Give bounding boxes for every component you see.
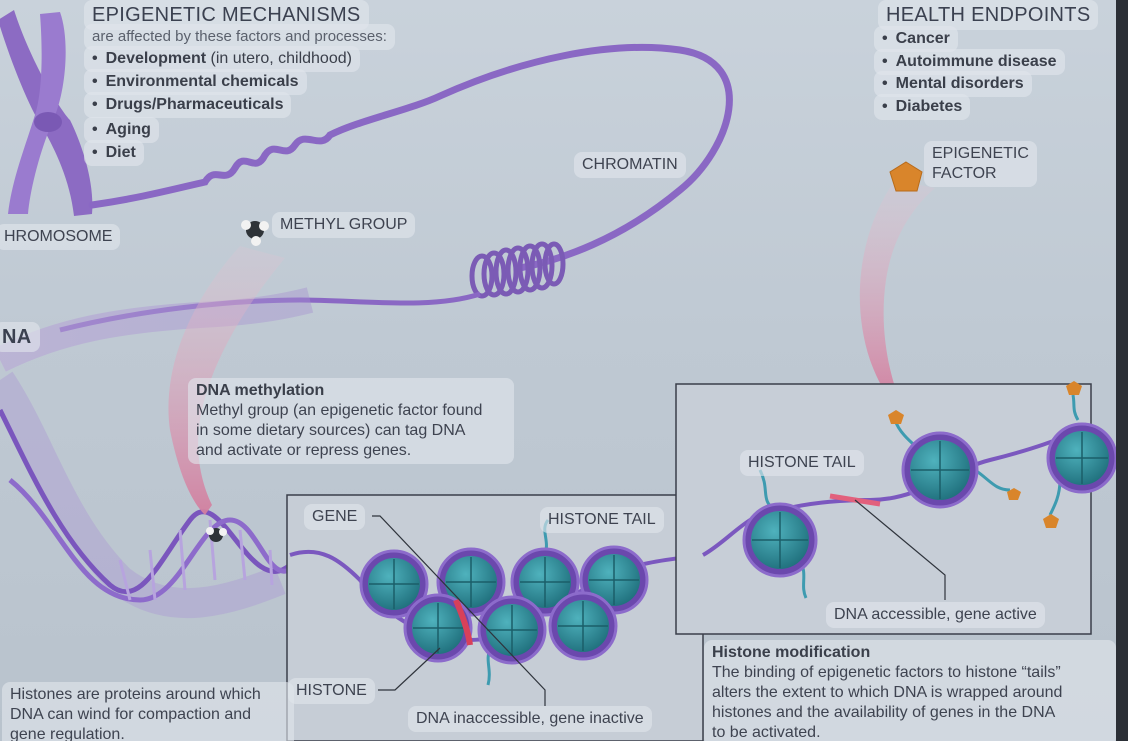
dna-inaccessible-label: DNA inaccessible, gene inactive	[408, 706, 652, 732]
histone-label: HISTONE	[288, 678, 375, 704]
mechanism-item-development: Development (in utero, childhood)	[84, 46, 360, 72]
methyl-group-icon	[241, 220, 269, 246]
chromosome-illustration	[0, 10, 93, 216]
health-item-diabetes: Diabetes	[874, 94, 971, 120]
histone-modification-note: Histone modification The binding of epig…	[704, 640, 1116, 741]
mechanism-item-diet: Diet	[84, 140, 144, 166]
dna-label: NA	[0, 322, 40, 352]
window-edge	[1116, 0, 1128, 741]
leader-lines	[372, 499, 946, 706]
histone-group	[359, 422, 1118, 665]
histone-spool	[477, 595, 547, 665]
dna-methylation-note: DNA methylation Methyl group (an epigene…	[188, 378, 514, 464]
histone-modification-arrow	[859, 180, 935, 400]
mechanism-item-aging: Aging	[84, 117, 159, 143]
active-chromatin-panel	[675, 381, 1092, 635]
methyl-group-label: METHYL GROUP	[272, 212, 416, 238]
histone-spool	[510, 547, 580, 617]
dna-accessible-label: DNA accessible, gene active	[826, 602, 1045, 628]
histone-spool	[901, 431, 979, 509]
histone-spool	[742, 502, 818, 578]
dna-helix	[0, 287, 314, 619]
methyl-tag-on-dna-icon	[206, 527, 227, 542]
epigenetic-factor-icon	[889, 161, 923, 192]
mechanism-item-drugs: Drugs/Pharmaceuticals	[84, 92, 292, 118]
histones-note: Histones are proteins around which DNA c…	[2, 682, 294, 741]
histone-spool	[579, 545, 649, 615]
health-item-mental: Mental disorders	[874, 71, 1032, 97]
gene-highlight	[453, 598, 473, 646]
gene-label: GENE	[304, 504, 366, 530]
chromatin-label: CHROMATIN	[574, 152, 686, 178]
histone-spool	[359, 549, 429, 619]
chromosome-label: HROMOSOME	[0, 224, 121, 250]
health-heading: HEALTH ENDPOINTS	[878, 0, 1099, 30]
histone-spool	[403, 593, 473, 663]
histone-spool	[1046, 422, 1118, 494]
histone-tail-label-left: HISTONE TAIL	[540, 507, 664, 533]
histone-tail-label-right: HISTONE TAIL	[740, 450, 864, 476]
histone-spool	[548, 591, 618, 661]
health-item-cancer: Cancer	[874, 26, 958, 52]
mechanism-item-chemicals: Environmental chemicals	[84, 69, 307, 95]
